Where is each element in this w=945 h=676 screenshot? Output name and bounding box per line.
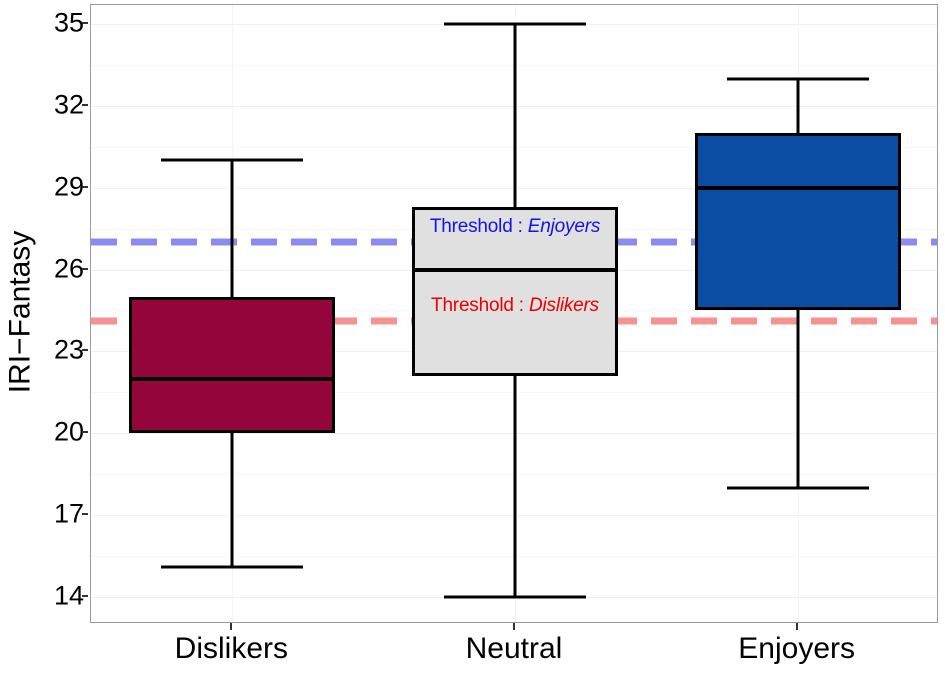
x-tick-mark — [230, 623, 233, 630]
x-tick-mark — [513, 623, 515, 630]
whisker-cap-upper — [444, 22, 586, 26]
y-tick-mark — [82, 267, 88, 270]
y-tick-label: 35 — [53, 7, 84, 38]
threshold-label-enjoyers: Threshold : Enjoyers — [430, 216, 600, 238]
box-iqr — [129, 296, 336, 434]
median-line — [694, 185, 901, 190]
threshold-label-name: Enjoyers — [527, 216, 601, 238]
whisker-lower — [230, 433, 234, 567]
boxplot-dislikers — [122, 5, 342, 622]
x-tick-label-neutral: Neutral — [465, 632, 563, 665]
whisker-cap-upper — [161, 158, 304, 162]
median-line — [129, 376, 336, 381]
x-axis: Dislikers Neutral Enjoyers — [90, 623, 938, 676]
y-tick-label: 23 — [53, 334, 84, 365]
threshold-label-prefix: Threshold : — [429, 216, 528, 238]
x-tick-label-dislikers: Dislikers — [174, 632, 288, 665]
y-tick-mark — [82, 431, 88, 434]
whisker-cap-lower — [161, 565, 304, 569]
whisker-cap-upper — [726, 77, 869, 81]
y-tick-label: 14 — [53, 580, 84, 611]
whisker-cap-lower — [726, 486, 869, 490]
box-iqr — [694, 133, 901, 311]
y-tick-label: 20 — [53, 416, 84, 447]
y-tick-mark — [82, 22, 88, 25]
y-tick-mark — [82, 349, 88, 352]
whisker-lower — [513, 375, 517, 597]
y-tick-mark — [82, 185, 88, 188]
y-tick-label: 29 — [53, 171, 84, 202]
whisker-upper — [513, 24, 517, 207]
y-axis-tick-labels: 14 17 20 23 26 29 32 35 — [38, 0, 88, 624]
y-tick-mark — [82, 103, 88, 106]
y-tick-mark — [82, 512, 88, 515]
whisker-cap-lower — [444, 595, 586, 599]
box-iqr — [412, 206, 618, 376]
threshold-label-dislikers: Threshold : Dislikers — [431, 295, 599, 317]
threshold-label-name: Dislikers — [528, 295, 599, 317]
boxplot-neutral — [405, 5, 625, 622]
threshold-label-prefix: Threshold : — [431, 295, 529, 317]
y-tick-label: 26 — [53, 253, 84, 283]
y-axis-title-text: IRI−Fantasy — [3, 230, 37, 394]
y-tick-mark — [82, 594, 88, 597]
boxplot-enjoyers — [688, 5, 908, 622]
y-tick-label: 32 — [53, 89, 84, 120]
whisker-upper — [230, 160, 234, 297]
whisker-lower — [796, 310, 800, 488]
whisker-upper — [796, 78, 800, 134]
y-axis-title: IRI−Fantasy — [0, 0, 40, 624]
x-tick-mark — [795, 623, 798, 630]
median-line — [412, 267, 618, 272]
x-tick-label-enjoyers: Enjoyers — [738, 632, 856, 665]
y-tick-label: 17 — [53, 498, 84, 529]
